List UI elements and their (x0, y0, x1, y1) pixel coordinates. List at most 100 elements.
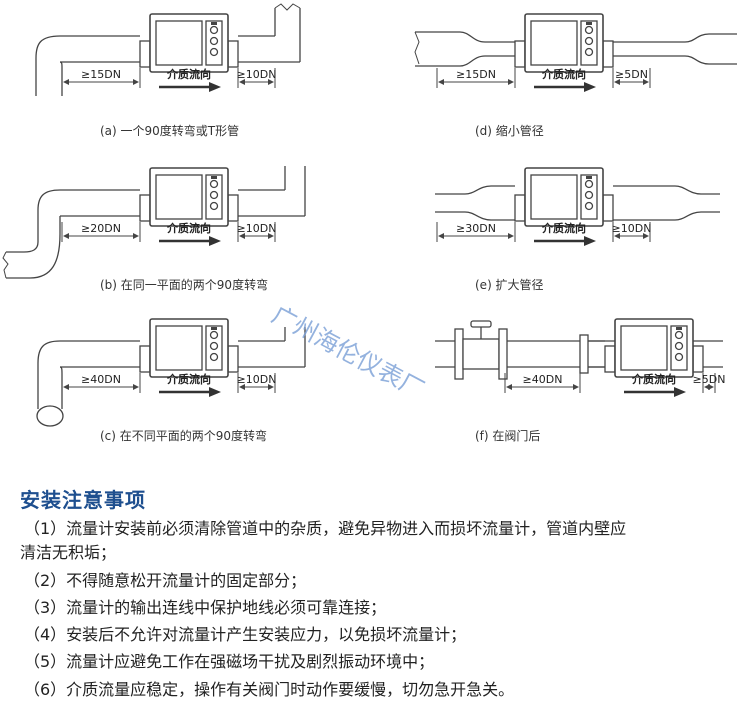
key-button-1 (209, 25, 219, 35)
inlet-flange (604, 345, 616, 373)
pipe-break (414, 31, 420, 65)
downstream-dimension-label: ≥10DN (237, 373, 277, 386)
downstream-dimension-arrow-right (708, 384, 714, 390)
flow-arrow-head (674, 387, 686, 397)
note-item-4: （4）安装后不允许对流量计产生安装应力，以免损坏流量计； (24, 625, 467, 644)
diagram-caption: (a) 一个90度转弯或T形管 (100, 123, 239, 138)
meter-inlet-pipe (588, 340, 605, 368)
valve-handwheel (470, 320, 492, 328)
upstream-dimension-label: ≥15DN (456, 68, 496, 81)
flowmeter-screen (620, 325, 668, 371)
outlet-flange (602, 40, 614, 68)
elbow-90 (37, 340, 63, 409)
downstream-dimension-label: ≥10DN (612, 222, 652, 235)
upstream-dimension-label: ≥15DN (81, 68, 121, 81)
notes-title: 安装注意事项 (20, 488, 146, 512)
note-item-1-cont: 清洁无积垢； (20, 543, 117, 562)
upstream-dimension-arrow-right (133, 233, 139, 239)
valve-flange-left (454, 328, 464, 380)
inlet-flange (514, 194, 526, 222)
downstream-dimension-arrow-left (239, 384, 245, 390)
double-elbow (6, 189, 61, 279)
downstream-dimension-arrow-right (643, 79, 649, 85)
downstream-pipe (238, 35, 300, 63)
upstream-pipe (60, 35, 140, 63)
outlet-flange (602, 194, 614, 222)
upstream-dimension-arrow-left (438, 79, 444, 85)
flowmeter-screen (530, 174, 578, 220)
upstream-dimension-arrow-left (63, 384, 69, 390)
diagram-caption: (f) 在阀门后 (475, 428, 540, 443)
key-button-2 (674, 341, 684, 351)
flow-direction-label: 介质流向 (541, 67, 586, 81)
upstream-dimension-label: ≥40DN (523, 373, 563, 386)
key-button-3 (209, 47, 219, 57)
upstream-pipe (60, 189, 140, 217)
upstream-dimension-arrow-right (573, 384, 579, 390)
downstream-dimension-label: ≥5DN (693, 373, 726, 386)
key-label (211, 327, 217, 330)
upstream-pipe (507, 340, 580, 368)
upstream-dimension-arrow-right (133, 79, 139, 85)
flow-direction-label: 介质流向 (166, 372, 211, 386)
diagram-f: ≥40DN ≥5DN 介质流向 (f) 在阀门后 (435, 318, 726, 443)
downstream-dimension-arrow-left (614, 79, 620, 85)
flowmeter-screen (530, 20, 578, 66)
upstream-dimension-arrow-right (508, 233, 514, 239)
downstream-pipe (613, 185, 720, 221)
diagram-caption: (c) 在不同平面的两个90度转弯 (100, 428, 267, 443)
valve-flange-right (498, 328, 508, 380)
flow-direction-label: 介质流向 (166, 67, 211, 81)
downstream-dimension-arrow-left (239, 79, 245, 85)
downstream-dimension-label: ≥5DN (615, 68, 648, 81)
watermark-text: 广州海伦仪表厂 (267, 301, 428, 405)
upstream-dimension-label: ≥20DN (81, 222, 121, 235)
key-button-1 (209, 179, 219, 189)
riser-pipe (274, 8, 301, 62)
note-item-3: （3）流量计的输出连线中保护地线必须可靠连接； (24, 598, 387, 617)
valve-body (462, 338, 500, 370)
diagram-c: ≥40DN ≥10DN 介质流向 (c) 在不同平面的两个90度转弯 (36, 318, 306, 443)
inlet-pipe (435, 340, 455, 368)
downstream-dimension-arrow-left (614, 233, 620, 239)
diagram-caption: (e) 扩大管径 (475, 277, 544, 292)
key-button-3 (674, 352, 684, 362)
key-button-2 (209, 341, 219, 351)
downstream-dimension-arrow-left (239, 233, 245, 239)
key-button-3 (209, 352, 219, 362)
upstream-dimension-arrow-right (508, 79, 514, 85)
upstream-dimension-arrow-right (133, 384, 139, 390)
outlet-flange (227, 345, 239, 373)
downstream-dimension-arrow-right (268, 384, 274, 390)
upstream-dimension-arrow-left (63, 233, 69, 239)
pipe-flange (579, 334, 589, 374)
flow-direction-label: 介质流向 (631, 372, 676, 386)
upstream-dimension-label: ≥30DN (456, 222, 496, 235)
flow-arrow-head (209, 236, 221, 246)
key-button-3 (209, 201, 219, 211)
key-label (586, 22, 592, 25)
inlet-flange (514, 40, 526, 68)
key-label (676, 327, 682, 330)
diagram-caption: (d) 缩小管径 (475, 123, 544, 138)
key-button-1 (584, 179, 594, 189)
downstream-dimension-arrow-right (643, 233, 649, 239)
flow-direction-label: 介质流向 (541, 221, 586, 235)
pipe-end-opening (36, 405, 64, 427)
flow-arrow-head (584, 236, 596, 246)
key-button-3 (584, 47, 594, 57)
key-label (211, 22, 217, 25)
upstream-dimension-label: ≥40DN (81, 373, 121, 386)
key-label (211, 176, 217, 179)
flow-arrow-head (209, 82, 221, 92)
inlet-flange (139, 194, 151, 222)
downstream-pipe (238, 189, 305, 217)
outlet-flange (227, 194, 239, 222)
downstream-dimension-arrow-right (268, 79, 274, 85)
upstream-dimension-arrow-left (506, 384, 512, 390)
inlet-flange (139, 40, 151, 68)
outlet-flange (227, 40, 239, 68)
